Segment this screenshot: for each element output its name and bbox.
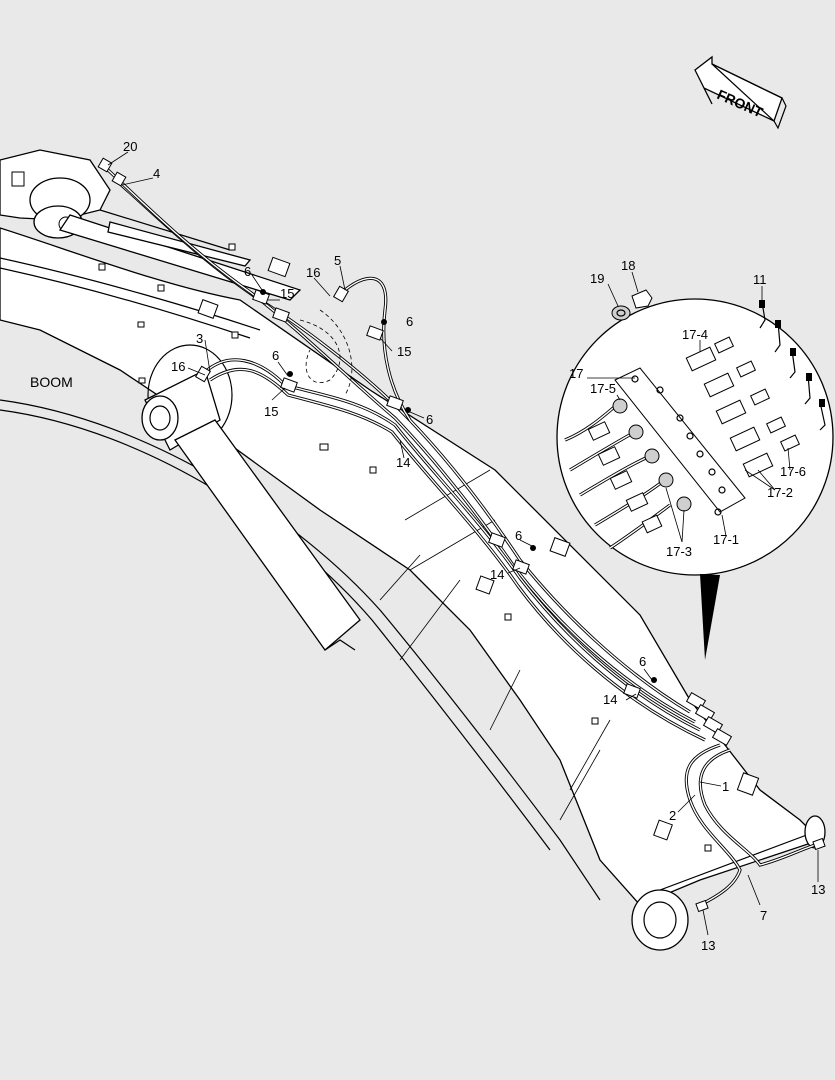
callout-14: 14 (396, 455, 410, 470)
callout-4: 4 (153, 166, 160, 181)
callout-13: 13 (811, 882, 825, 897)
callout-6: 6 (639, 654, 646, 669)
callout-14: 14 (490, 567, 504, 582)
callout-17-1: 17-1 (713, 532, 739, 547)
callout-15: 15 (280, 286, 294, 301)
callout-6: 6 (515, 528, 522, 543)
callout-2: 2 (669, 808, 676, 823)
manifold-holes (631, 375, 726, 516)
callout-17: 17 (569, 366, 583, 381)
leader-lines (107, 151, 819, 936)
callout-19: 19 (590, 271, 604, 286)
callout-16: 16 (306, 265, 320, 280)
callout-6: 6 (244, 264, 251, 279)
callout-18: 18 (621, 258, 635, 273)
callout-6: 6 (406, 314, 413, 329)
callout-17-2: 17-2 (767, 485, 793, 500)
cap-group (759, 300, 826, 431)
callout-15: 15 (264, 404, 278, 419)
callout-1: 1 (722, 779, 729, 794)
callout-11: 11 (753, 272, 767, 287)
callout-17-4: 17-4 (682, 327, 708, 342)
boom-label: BOOM (30, 374, 73, 390)
callout-13: 13 (701, 938, 715, 953)
clamps-and-fittings (97, 157, 826, 913)
callout-6: 6 (272, 348, 279, 363)
front-arrow-icon: FRONT (694, 55, 787, 130)
callout-17-3: 17-3 (666, 544, 692, 559)
callout-labels: BOOM 20 4 5 16 6 15 6 15 3 16 6 15 6 14 … (30, 139, 825, 953)
callout-17-5: 17-5 (590, 381, 616, 396)
callout-6: 6 (426, 412, 433, 427)
callout-16: 16 (171, 359, 185, 374)
callout-20: 20 (123, 139, 137, 154)
callout-5: 5 (334, 253, 341, 268)
callout-7: 7 (760, 908, 767, 923)
arm-cylinder (0, 149, 302, 301)
boom-cylinder (141, 344, 361, 651)
mounting-blocks (98, 243, 760, 852)
callout-14: 14 (603, 692, 617, 707)
detail-view (556, 289, 834, 660)
callout-15: 15 (397, 344, 411, 359)
callout-17-6: 17-6 (780, 464, 806, 479)
callout-3: 3 (196, 331, 203, 346)
